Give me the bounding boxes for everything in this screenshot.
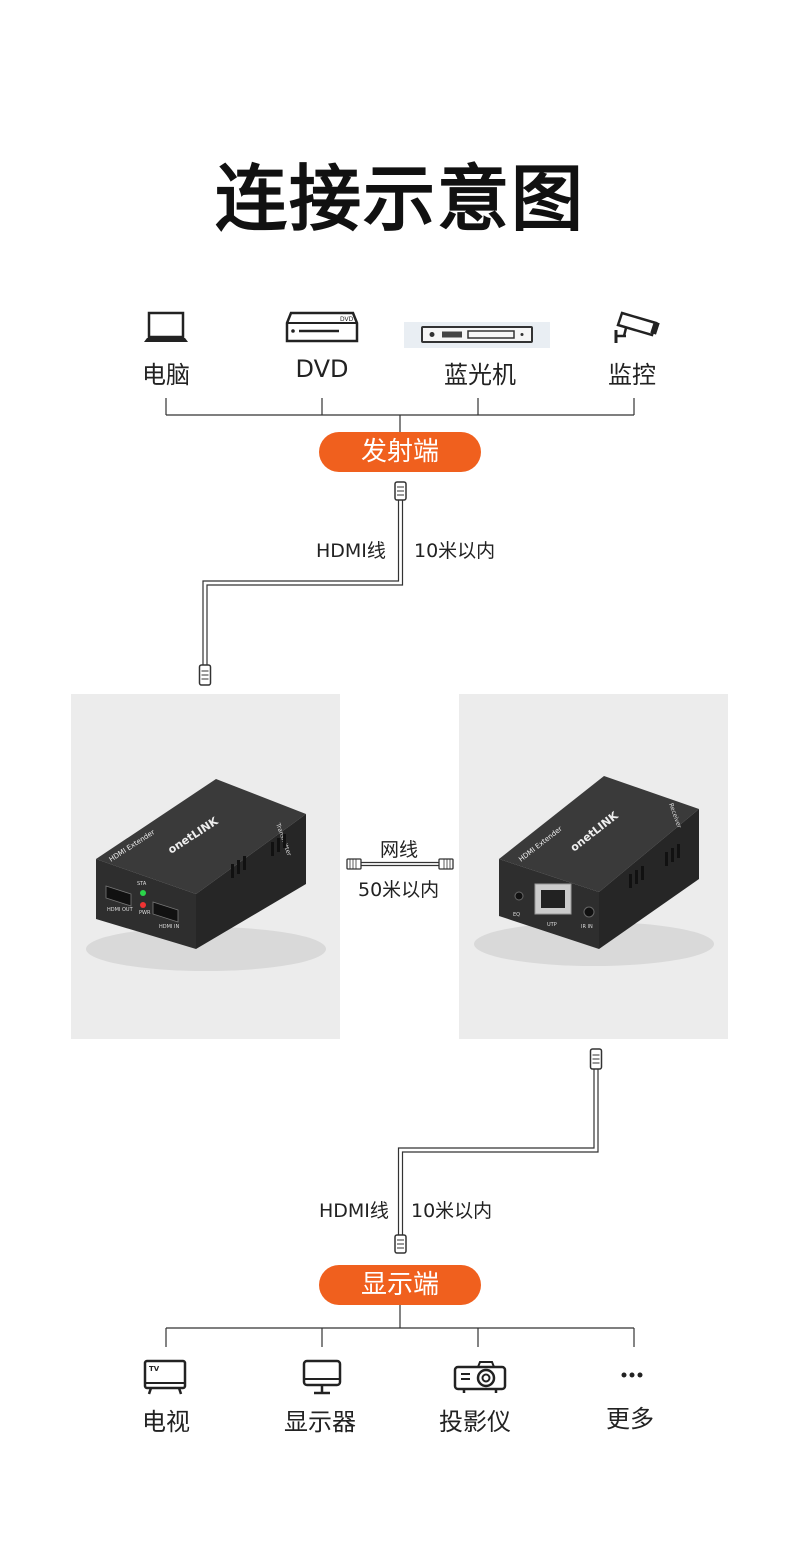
source-label-bluray: 蓝光机 xyxy=(444,361,516,389)
transmitter-hdmi-in-label: HDMI IN xyxy=(159,924,179,930)
svg-text:TV: TV xyxy=(149,1365,160,1373)
laptop-icon xyxy=(143,310,189,346)
middle-cable-type: 网线 xyxy=(380,839,419,861)
receiver-device-photo: EQ UTP IR IN HDMI Extender onetLINK Rece… xyxy=(459,694,728,1039)
source-label-dvd: DVD xyxy=(295,355,349,383)
top-cable-type: HDMI线 xyxy=(316,540,386,562)
top-hdmi-cable xyxy=(0,475,800,690)
svg-text:DVD: DVD xyxy=(340,316,354,323)
top-cable-length: 10米以内 xyxy=(414,540,496,562)
receiver-eq-label: EQ xyxy=(513,912,520,918)
display-label-monitor: 显示器 xyxy=(284,1408,356,1436)
bluray-player-icon xyxy=(404,322,550,348)
dvd-player-icon: DVD xyxy=(285,311,359,345)
receiver-ir-in-label: IR IN xyxy=(581,924,593,930)
display-label-more: 更多 xyxy=(606,1405,654,1433)
source-label-cctv: 监控 xyxy=(608,361,656,389)
transmitter-pwr-label: PWR xyxy=(139,910,151,916)
display-label-tv: 电视 xyxy=(142,1408,190,1436)
bottom-cable-type: HDMI线 xyxy=(319,1200,389,1222)
receiver-utp-label: UTP xyxy=(547,922,557,928)
network-cable xyxy=(345,857,455,871)
source-bracket xyxy=(0,395,800,435)
more-icon xyxy=(620,1370,644,1380)
display-label-projector: 投影仪 xyxy=(439,1408,511,1436)
bottom-cable-length: 10米以内 xyxy=(411,1200,493,1222)
transmitter-device-photo: STA PWR HDMI OUT HDMI IN HDMI Extender o… xyxy=(71,694,340,1039)
projector-icon xyxy=(452,1358,508,1396)
tv-icon: TV xyxy=(143,1358,187,1396)
display-bracket xyxy=(0,1305,800,1350)
source-label-computer: 电脑 xyxy=(142,361,190,389)
page-title: 连接示意图 xyxy=(214,157,585,241)
cctv-camera-icon xyxy=(612,310,660,348)
monitor-icon xyxy=(302,1358,342,1396)
transmitter-badge: 发射端 xyxy=(319,432,481,472)
receiver-badge: 显示端 xyxy=(319,1265,481,1305)
bottom-hdmi-cable xyxy=(0,1045,800,1260)
middle-cable-length: 50米以内 xyxy=(358,879,440,901)
transmitter-sta-label: STA xyxy=(137,881,147,887)
transmitter-hdmi-out-label: HDMI OUT xyxy=(107,907,134,913)
